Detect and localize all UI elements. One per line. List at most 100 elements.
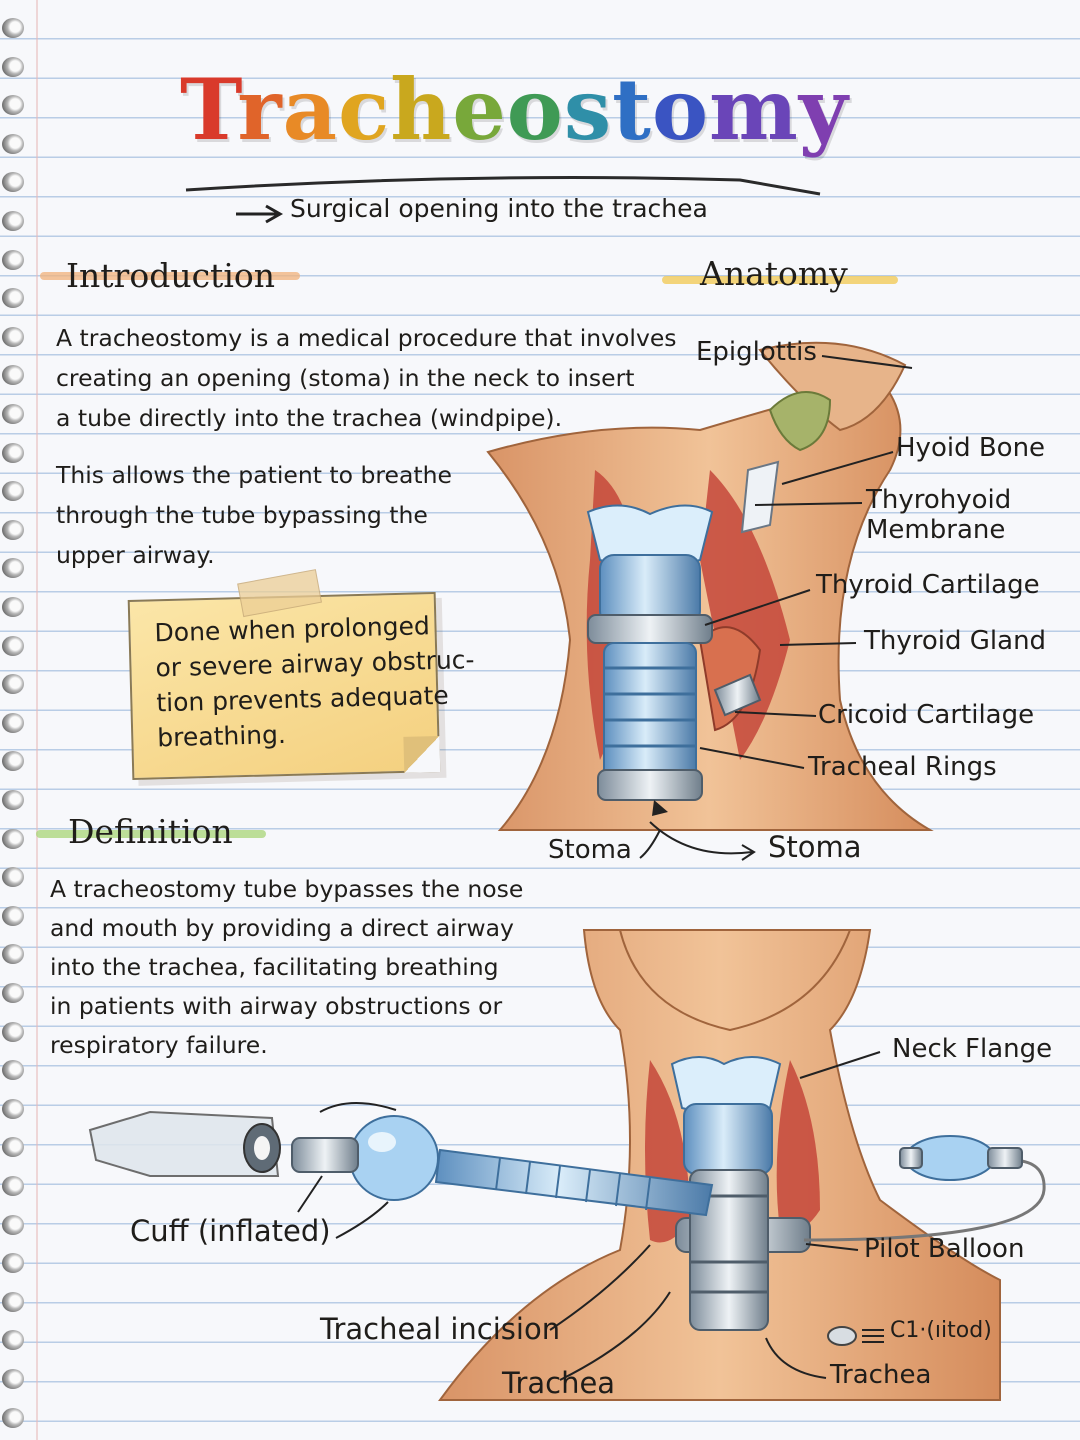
definition-line: A tracheostomy tube bypasses the nose bbox=[50, 875, 524, 903]
binding-ring bbox=[2, 674, 24, 695]
title-letter: m bbox=[708, 60, 799, 159]
right-muscle bbox=[700, 470, 790, 760]
binding-ring bbox=[2, 597, 24, 617]
page-title: Tracheostomy bbox=[180, 60, 849, 159]
introduction-heading: Introduction bbox=[66, 256, 275, 295]
intro-heading-highlight bbox=[40, 272, 300, 280]
binding-ring bbox=[2, 944, 24, 965]
intro-line: upper airway. bbox=[56, 541, 215, 569]
binding-ring bbox=[2, 365, 24, 386]
binding-ring bbox=[2, 790, 24, 810]
binding-ring bbox=[2, 519, 24, 540]
adapter-sketch bbox=[88, 1110, 280, 1177]
binding-ring bbox=[2, 1369, 24, 1389]
label-cuff-inflated: Cuff (inflated) bbox=[130, 1214, 331, 1248]
binding-ring bbox=[2, 558, 24, 579]
anatomy-heading-highlight bbox=[662, 276, 898, 284]
introduction-paragraph-1: A tracheostomy is a medical procedure th… bbox=[56, 318, 677, 438]
label-thyroid-cartilage: Thyroid Cartilage bbox=[816, 570, 1040, 600]
definition-line: in patients with airway obstructions or bbox=[50, 992, 503, 1020]
epiglottis-shape bbox=[768, 391, 832, 452]
lower-tube-upper bbox=[683, 1103, 773, 1175]
small-valve-sketch bbox=[827, 1326, 857, 1346]
title-letter: s bbox=[563, 60, 613, 159]
label-misc: C1·(ıitod) bbox=[890, 1318, 992, 1343]
label-pilot-balloon: Pilot Balloon bbox=[864, 1234, 1025, 1264]
binding-ring bbox=[2, 905, 24, 926]
binding-ring bbox=[2, 1253, 24, 1274]
label-thyrohyoid-membrane: Thyrohyoid Membrane bbox=[866, 485, 1011, 545]
definition-heading-highlight bbox=[36, 830, 266, 838]
binding-ring bbox=[2, 1330, 24, 1351]
notebook-margin-line bbox=[36, 0, 38, 1440]
lower-tube-rings bbox=[689, 1169, 769, 1331]
connector bbox=[291, 1137, 359, 1173]
connecting-tube bbox=[434, 1148, 714, 1217]
binding-ring bbox=[2, 1021, 24, 1042]
label-epiglottis: Epiglottis bbox=[696, 337, 817, 367]
binding-ring bbox=[2, 1060, 24, 1081]
intro-line: A tracheostomy is a medical procedure th… bbox=[56, 324, 677, 352]
label-thyroid-gland: Thyroid Gland bbox=[864, 626, 1047, 656]
cuff-balloon bbox=[349, 1115, 439, 1201]
intro-line: creating an opening (stoma) in the neck … bbox=[56, 364, 635, 392]
label-trachea-right: Trachea bbox=[830, 1360, 932, 1390]
definition-line: respiratory failure. bbox=[50, 1031, 268, 1059]
binding-ring bbox=[2, 1176, 24, 1196]
title-letter: r bbox=[237, 60, 283, 159]
label-tracheal-rings: Tracheal Rings bbox=[808, 752, 997, 782]
tube-corrugation bbox=[495, 1157, 651, 1211]
label-cricoid-cartilage: Cricoid Cartilage bbox=[818, 700, 1035, 730]
title-letter: y bbox=[798, 60, 849, 159]
label-trachea-left: Trachea bbox=[502, 1366, 616, 1400]
binding-ring bbox=[2, 712, 24, 733]
binding-ring bbox=[2, 56, 24, 77]
intro-line: This allows the patient to breathe bbox=[56, 461, 452, 489]
title-letter: c bbox=[338, 60, 391, 159]
binding-ring bbox=[2, 1098, 24, 1119]
definition-line: and mouth by providing a direct airway bbox=[50, 914, 514, 942]
binding-ring bbox=[2, 211, 24, 231]
binding-ring bbox=[2, 18, 24, 38]
binding-ring bbox=[2, 172, 24, 193]
definition-line: into the trachea, facilitating breathing bbox=[50, 953, 499, 981]
subtitle: Surgical opening into the trachea bbox=[290, 194, 708, 223]
intro-line: through the tube bypassing the bbox=[56, 501, 428, 529]
binding-ring bbox=[2, 1137, 24, 1158]
binding-ring bbox=[2, 635, 24, 656]
pilot-valve bbox=[899, 1147, 923, 1169]
hyoid-bone-shape bbox=[740, 460, 780, 534]
side-clip bbox=[713, 673, 762, 717]
binding-ring bbox=[2, 751, 24, 772]
chin-shape bbox=[619, 929, 851, 1032]
title-letter: T bbox=[180, 60, 238, 159]
title-letter: t bbox=[612, 60, 652, 159]
binding-ring bbox=[2, 326, 24, 347]
intro-line: a tube directly into the trachea (windpi… bbox=[56, 404, 563, 432]
title-letter: e bbox=[452, 60, 507, 159]
binding-ring bbox=[2, 828, 24, 849]
title-letter: h bbox=[390, 60, 453, 159]
binding-ring bbox=[2, 249, 24, 270]
label-stoma-right: Stoma bbox=[768, 830, 862, 864]
binding-ring bbox=[2, 983, 24, 1003]
introduction-paragraph-2: This allows the patient to breathe throu… bbox=[56, 455, 452, 575]
binding-ring bbox=[2, 95, 24, 116]
pilot-tip bbox=[987, 1147, 1023, 1169]
thyroid-gland-shape bbox=[698, 626, 762, 732]
binding-ring bbox=[2, 442, 24, 463]
anatomy-heading: Anatomy bbox=[700, 254, 848, 293]
tube-rings bbox=[603, 642, 697, 784]
label-thyrohyoid-line1: Thyrohyoid bbox=[866, 485, 1012, 515]
anatomy-leader-lines bbox=[639, 355, 913, 861]
binding-ring bbox=[2, 404, 24, 424]
lower-muscle-right bbox=[776, 1060, 820, 1233]
label-neck-flange: Neck Flange bbox=[892, 1034, 1053, 1064]
definition-paragraph: A tracheostomy tube bypasses the nose an… bbox=[50, 870, 523, 1065]
label-stoma-left: Stoma bbox=[548, 835, 632, 865]
binding-ring bbox=[2, 1291, 24, 1312]
tube-bottom-ring bbox=[597, 769, 703, 801]
pilot-line bbox=[803, 1158, 1046, 1242]
